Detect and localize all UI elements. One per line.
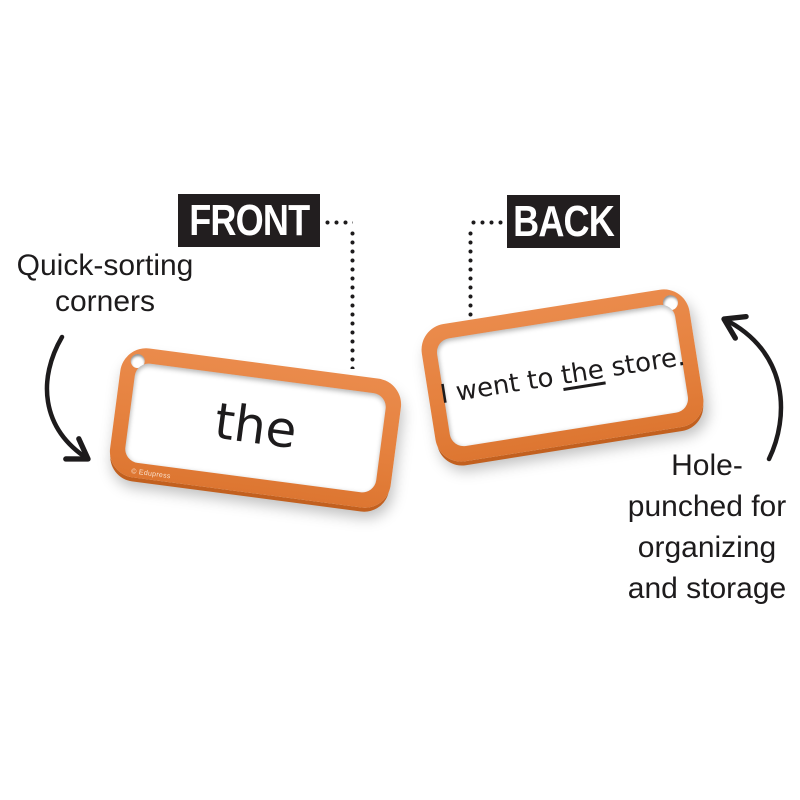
sentence-text: I went to the store.: [438, 341, 687, 409]
front-label-text: FRONT: [188, 195, 310, 245]
sentence-underlined-word: the: [558, 354, 606, 391]
front-dotted-connector-horizontal: [323, 220, 353, 225]
annotation-line: and storage: [627, 572, 787, 605]
back-label: BACK: [507, 195, 620, 248]
flashcard-front: the © Edupress: [106, 345, 405, 511]
back-dotted-connector-vertical: [468, 229, 473, 323]
back-dotted-connector-horizontal: [469, 220, 507, 225]
sentence-after: store.: [601, 341, 688, 384]
annotation-line: corners: [54, 285, 156, 318]
annotation-line: Hole-: [671, 449, 743, 482]
sentence-before: I went to: [437, 360, 564, 410]
copyright-text: © Edupress: [130, 468, 172, 481]
flashcard-back: I went to the store.: [417, 285, 708, 466]
annotation-line: organizing: [637, 531, 777, 564]
front-dotted-connector-vertical: [350, 229, 355, 369]
annotation-quick-sorting: Quick-sorting corners: [0, 248, 212, 320]
flashcard-back-face: I went to the store.: [434, 302, 691, 449]
front-label: FRONT: [178, 194, 320, 247]
annotation-line: punched for: [627, 490, 787, 523]
curved-arrow-icon-right: [721, 313, 784, 462]
annotation-hole-punched: Hole- punched for organizing and storage: [605, 445, 800, 609]
annotation-line: Quick-sorting: [16, 249, 194, 282]
sight-word-text: the: [211, 391, 301, 461]
back-label-text: BACK: [513, 196, 615, 246]
curved-arrow-icon-left: [44, 334, 91, 462]
